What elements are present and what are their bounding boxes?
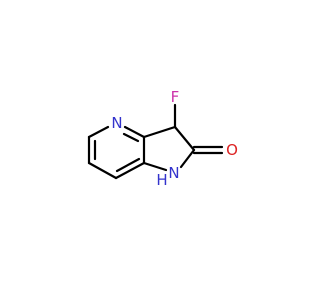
atom-f: F bbox=[171, 88, 180, 106]
bond-n-c2 bbox=[87, 125, 110, 139]
bond-c3a-n-inner bbox=[122, 132, 140, 143]
bond-c4-c7a-double bbox=[114, 161, 146, 180]
atom-h-amide: H bbox=[156, 171, 167, 189]
bond-c2-n1 bbox=[179, 148, 196, 169]
bond-c3a-c3 bbox=[142, 125, 177, 139]
bond-c3-c4 bbox=[87, 161, 118, 180]
bond-c4-c7a-inner bbox=[115, 157, 141, 173]
atom-o: O bbox=[226, 141, 238, 159]
bond-n1-c7a bbox=[142, 161, 168, 172]
atom-n-amide: N bbox=[168, 164, 179, 182]
atom-n-pyridine: N bbox=[111, 114, 122, 132]
bond-c3-c2 bbox=[173, 125, 196, 152]
chemical-structure-diagram: N F O N H bbox=[87, 88, 238, 189]
bond-c3a-n-double bbox=[123, 125, 146, 139]
